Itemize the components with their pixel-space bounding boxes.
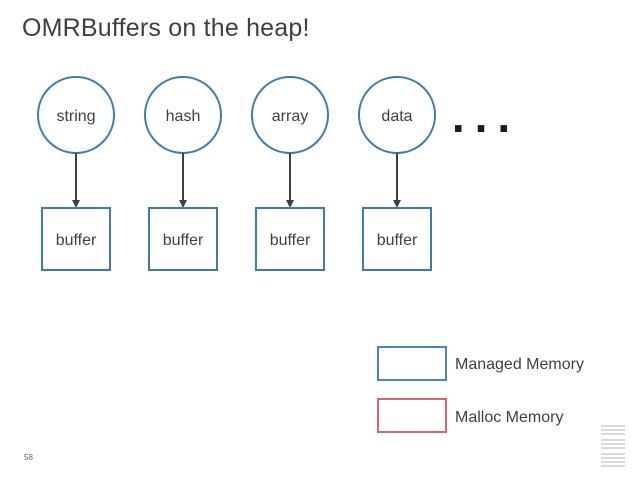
node-label: hash <box>166 108 201 125</box>
buffer-label: buffer <box>377 232 418 249</box>
buffer-label: buffer <box>270 232 311 249</box>
node-label: array <box>272 108 308 125</box>
legend-swatch-malloc <box>377 398 447 433</box>
slide-number: 58 <box>24 453 33 462</box>
node-label: data <box>381 108 412 125</box>
buffer-label: buffer <box>56 232 97 249</box>
continuation-ellipsis: ... <box>452 90 520 142</box>
buffer-box: buffer <box>362 207 432 271</box>
buffer-box: buffer <box>148 207 218 271</box>
ibm-logo-icon <box>601 425 625 467</box>
slide-title: OMRBuffers on the heap! <box>22 14 310 42</box>
buffer-box: buffer <box>41 207 111 271</box>
buffer-box: buffer <box>255 207 325 271</box>
buffer-rect <box>148 207 218 271</box>
buffer-label: buffer <box>163 232 204 249</box>
legend-label-malloc: Malloc Memory <box>455 409 563 426</box>
node-data: data <box>358 76 436 154</box>
legend-swatch-managed <box>377 346 447 381</box>
node-array: array <box>251 76 329 154</box>
node-hash: hash <box>144 76 222 154</box>
node-string: string <box>37 76 115 154</box>
buffer-rect <box>255 207 325 271</box>
legend-managed-memory: Managed Memory <box>377 346 584 381</box>
buffer-rect <box>41 207 111 271</box>
node-label: string <box>56 108 95 125</box>
legend-label-managed: Managed Memory <box>455 356 584 373</box>
buffer-rect <box>362 207 432 271</box>
legend-malloc-memory: Malloc Memory <box>377 398 563 433</box>
